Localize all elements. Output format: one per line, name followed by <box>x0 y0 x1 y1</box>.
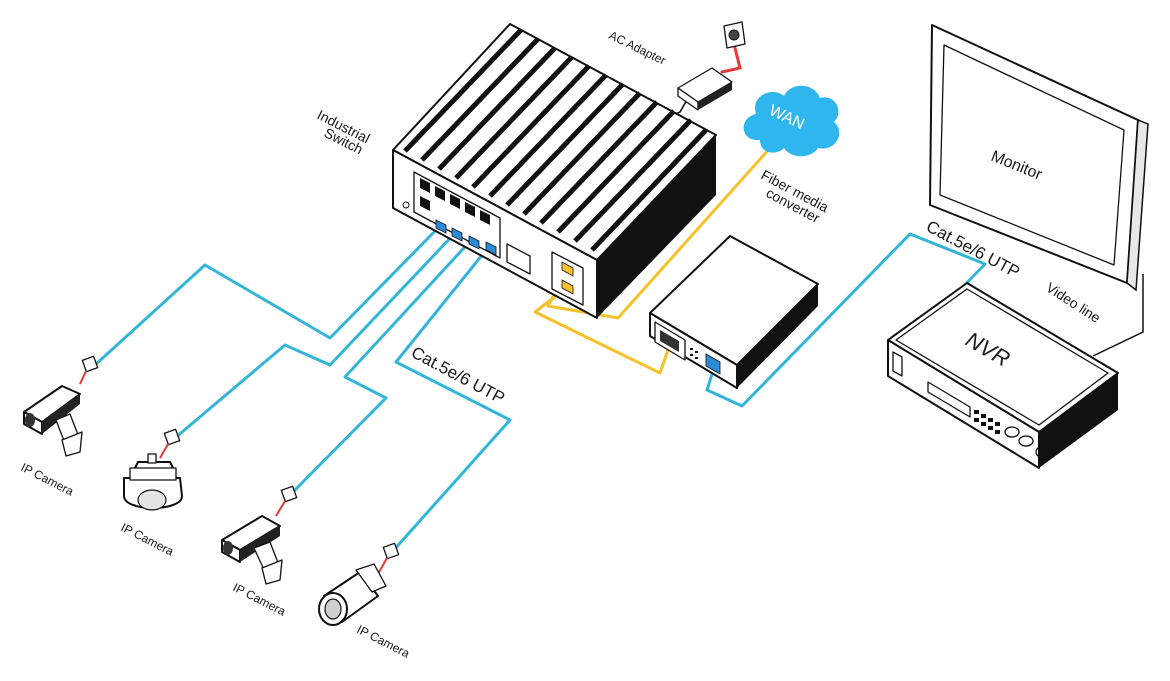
monitor-icon <box>929 24 1149 292</box>
switch-side-face <box>597 135 716 318</box>
rj45-connector-icon <box>81 355 400 560</box>
video-line-cable <box>1092 274 1144 357</box>
box-camera-icon <box>221 515 283 585</box>
ethernet-cable-camera-1 <box>93 224 442 367</box>
cloud-icon <box>743 85 840 157</box>
bullet-camera-icon <box>318 563 387 626</box>
switch-sfp-panel <box>551 251 584 306</box>
converter-side-face <box>737 284 818 388</box>
media-converter-icon <box>649 235 819 389</box>
fiber-cable-converter <box>533 284 670 375</box>
box-camera-icon <box>23 385 83 457</box>
wall-outlet-icon <box>723 21 746 49</box>
nvr-recorder-icon <box>887 282 1119 469</box>
label-camera-1: IP Camera <box>19 460 77 499</box>
dome-camera-icon <box>123 453 183 511</box>
label-camera-2: IP Camera <box>119 520 177 559</box>
ethernet-cable-camera-4 <box>390 242 512 554</box>
switch-sfp-port-1 <box>561 261 574 277</box>
nvr-buttons <box>974 410 1000 434</box>
monitor-screen <box>939 44 1125 266</box>
label-camera-4: IP Camera <box>355 622 413 661</box>
camera-pigtails <box>79 370 388 575</box>
power-adapter-icon <box>677 67 733 111</box>
nvr-drive-bay <box>927 381 971 418</box>
switch-active-ports <box>435 219 497 256</box>
switch-ground-screw <box>402 201 410 209</box>
converter-leds <box>690 348 698 359</box>
ethernet-cable-converter-nvr <box>705 232 987 408</box>
switch-sfp-port-2 <box>561 279 574 295</box>
switch-cooling-fins <box>403 28 708 252</box>
power-cable <box>720 38 742 74</box>
switch-console-port <box>506 243 531 275</box>
label-video-line: Video line <box>1043 279 1103 326</box>
converter-rj45-port <box>705 353 721 375</box>
switch-rj45-ports <box>420 178 490 225</box>
ethernet-cable-camera-3 <box>288 235 476 497</box>
nvr-side-face <box>1039 373 1118 468</box>
label-camera-3: IP Camera <box>231 580 289 619</box>
industrial-switch-icon <box>392 23 717 319</box>
ethernet-cable-camera-2 <box>173 230 458 440</box>
label-ac-adapter: AC Adapter <box>607 28 668 67</box>
